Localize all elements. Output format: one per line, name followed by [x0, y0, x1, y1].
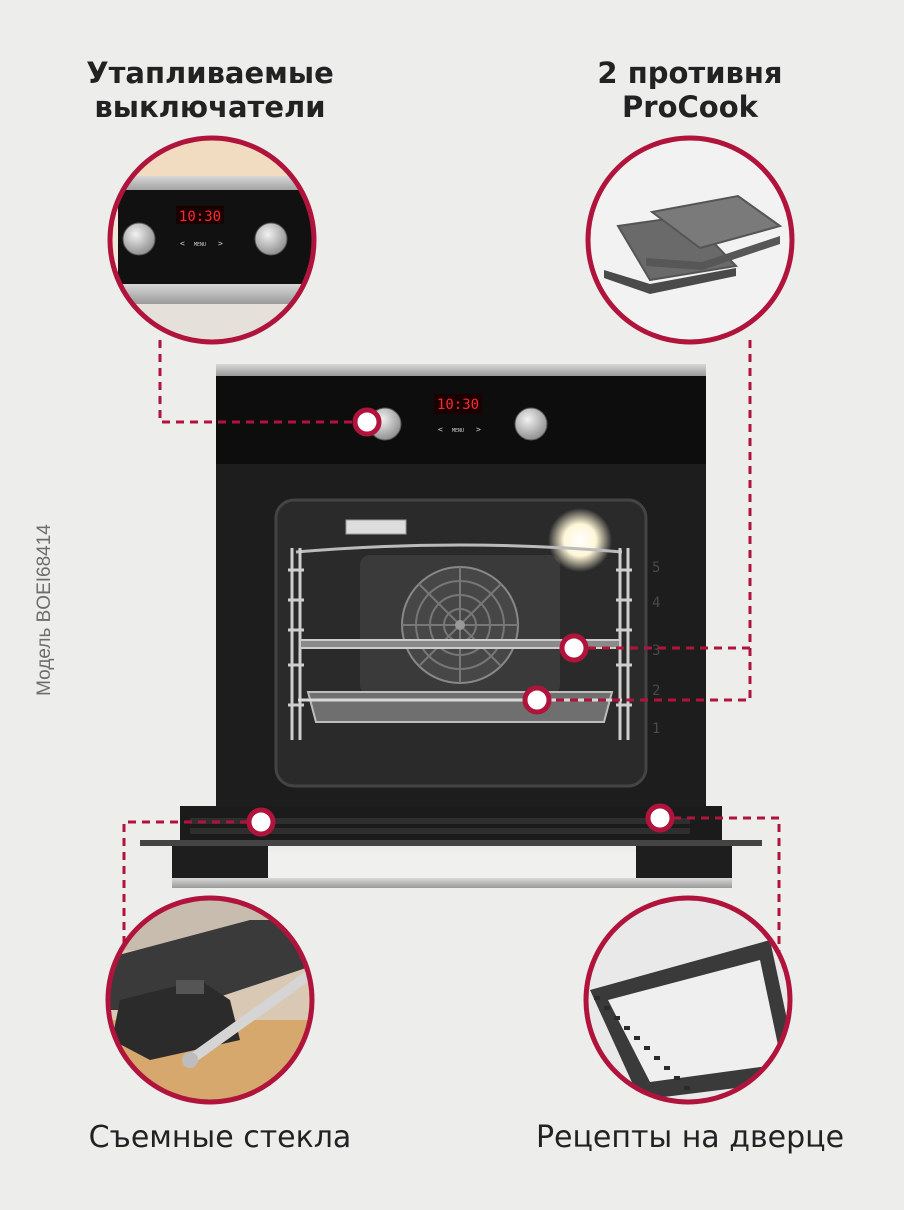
- svg-text:>: >: [476, 425, 481, 434]
- zoom-circle-trays: [585, 135, 795, 345]
- hotspot-switches[interactable]: [352, 407, 382, 437]
- rack-level-4: 4: [652, 595, 660, 611]
- zoom-door-handle: [187, 955, 312, 1065]
- svg-text:<: <: [438, 425, 443, 434]
- svg-text:MENU: MENU: [452, 428, 464, 434]
- zoom-circle-glass: [105, 895, 315, 1105]
- label-recipes: Рецепты на дверце: [535, 1120, 845, 1155]
- label-glass: Съемные стекла: [88, 1120, 352, 1155]
- rack-level-2: 2: [652, 683, 660, 699]
- baking-tray-icon: [604, 194, 783, 294]
- hotspot-glass[interactable]: [246, 807, 276, 837]
- recipe-table: [608, 960, 782, 1082]
- label-switches: Утапливаемые выключатели: [86, 56, 334, 125]
- label-trays: 2 противня ProCook: [597, 56, 783, 125]
- fan-icon: [401, 566, 519, 684]
- model-number: Модель BOEI68414: [34, 524, 55, 696]
- rack-level-3: 3: [652, 643, 660, 659]
- tray-lower: [306, 691, 614, 723]
- door-handle: [172, 878, 732, 888]
- panel-display: 10:30: [437, 397, 479, 413]
- svg-text:<: <: [180, 239, 185, 248]
- hotspot-tray-upper[interactable]: [559, 633, 589, 663]
- hotspot-tray-lower[interactable]: [522, 685, 552, 715]
- rack-level-5: 5: [652, 560, 660, 576]
- zoom-circle-switches: 10:30 < MENU >: [107, 135, 317, 345]
- zoom-right-knob-icon: [254, 222, 288, 256]
- rack-level-1: 1: [652, 721, 660, 737]
- zoom-left-knob-icon: [122, 222, 156, 256]
- right-knob-icon: [514, 407, 548, 441]
- hotspot-recipes[interactable]: [645, 803, 675, 833]
- tray-upper: [299, 639, 621, 649]
- svg-text:MENU: MENU: [194, 242, 206, 248]
- svg-text:10:30: 10:30: [179, 209, 221, 225]
- svg-text:>: >: [218, 239, 223, 248]
- glass-panel: [108, 920, 312, 1010]
- oven-body: 10:30 < MENU > 1 2 3 4 5: [140, 364, 762, 888]
- zoom-circle-recipes: [583, 895, 793, 1105]
- oven-lamp-icon: [548, 508, 612, 572]
